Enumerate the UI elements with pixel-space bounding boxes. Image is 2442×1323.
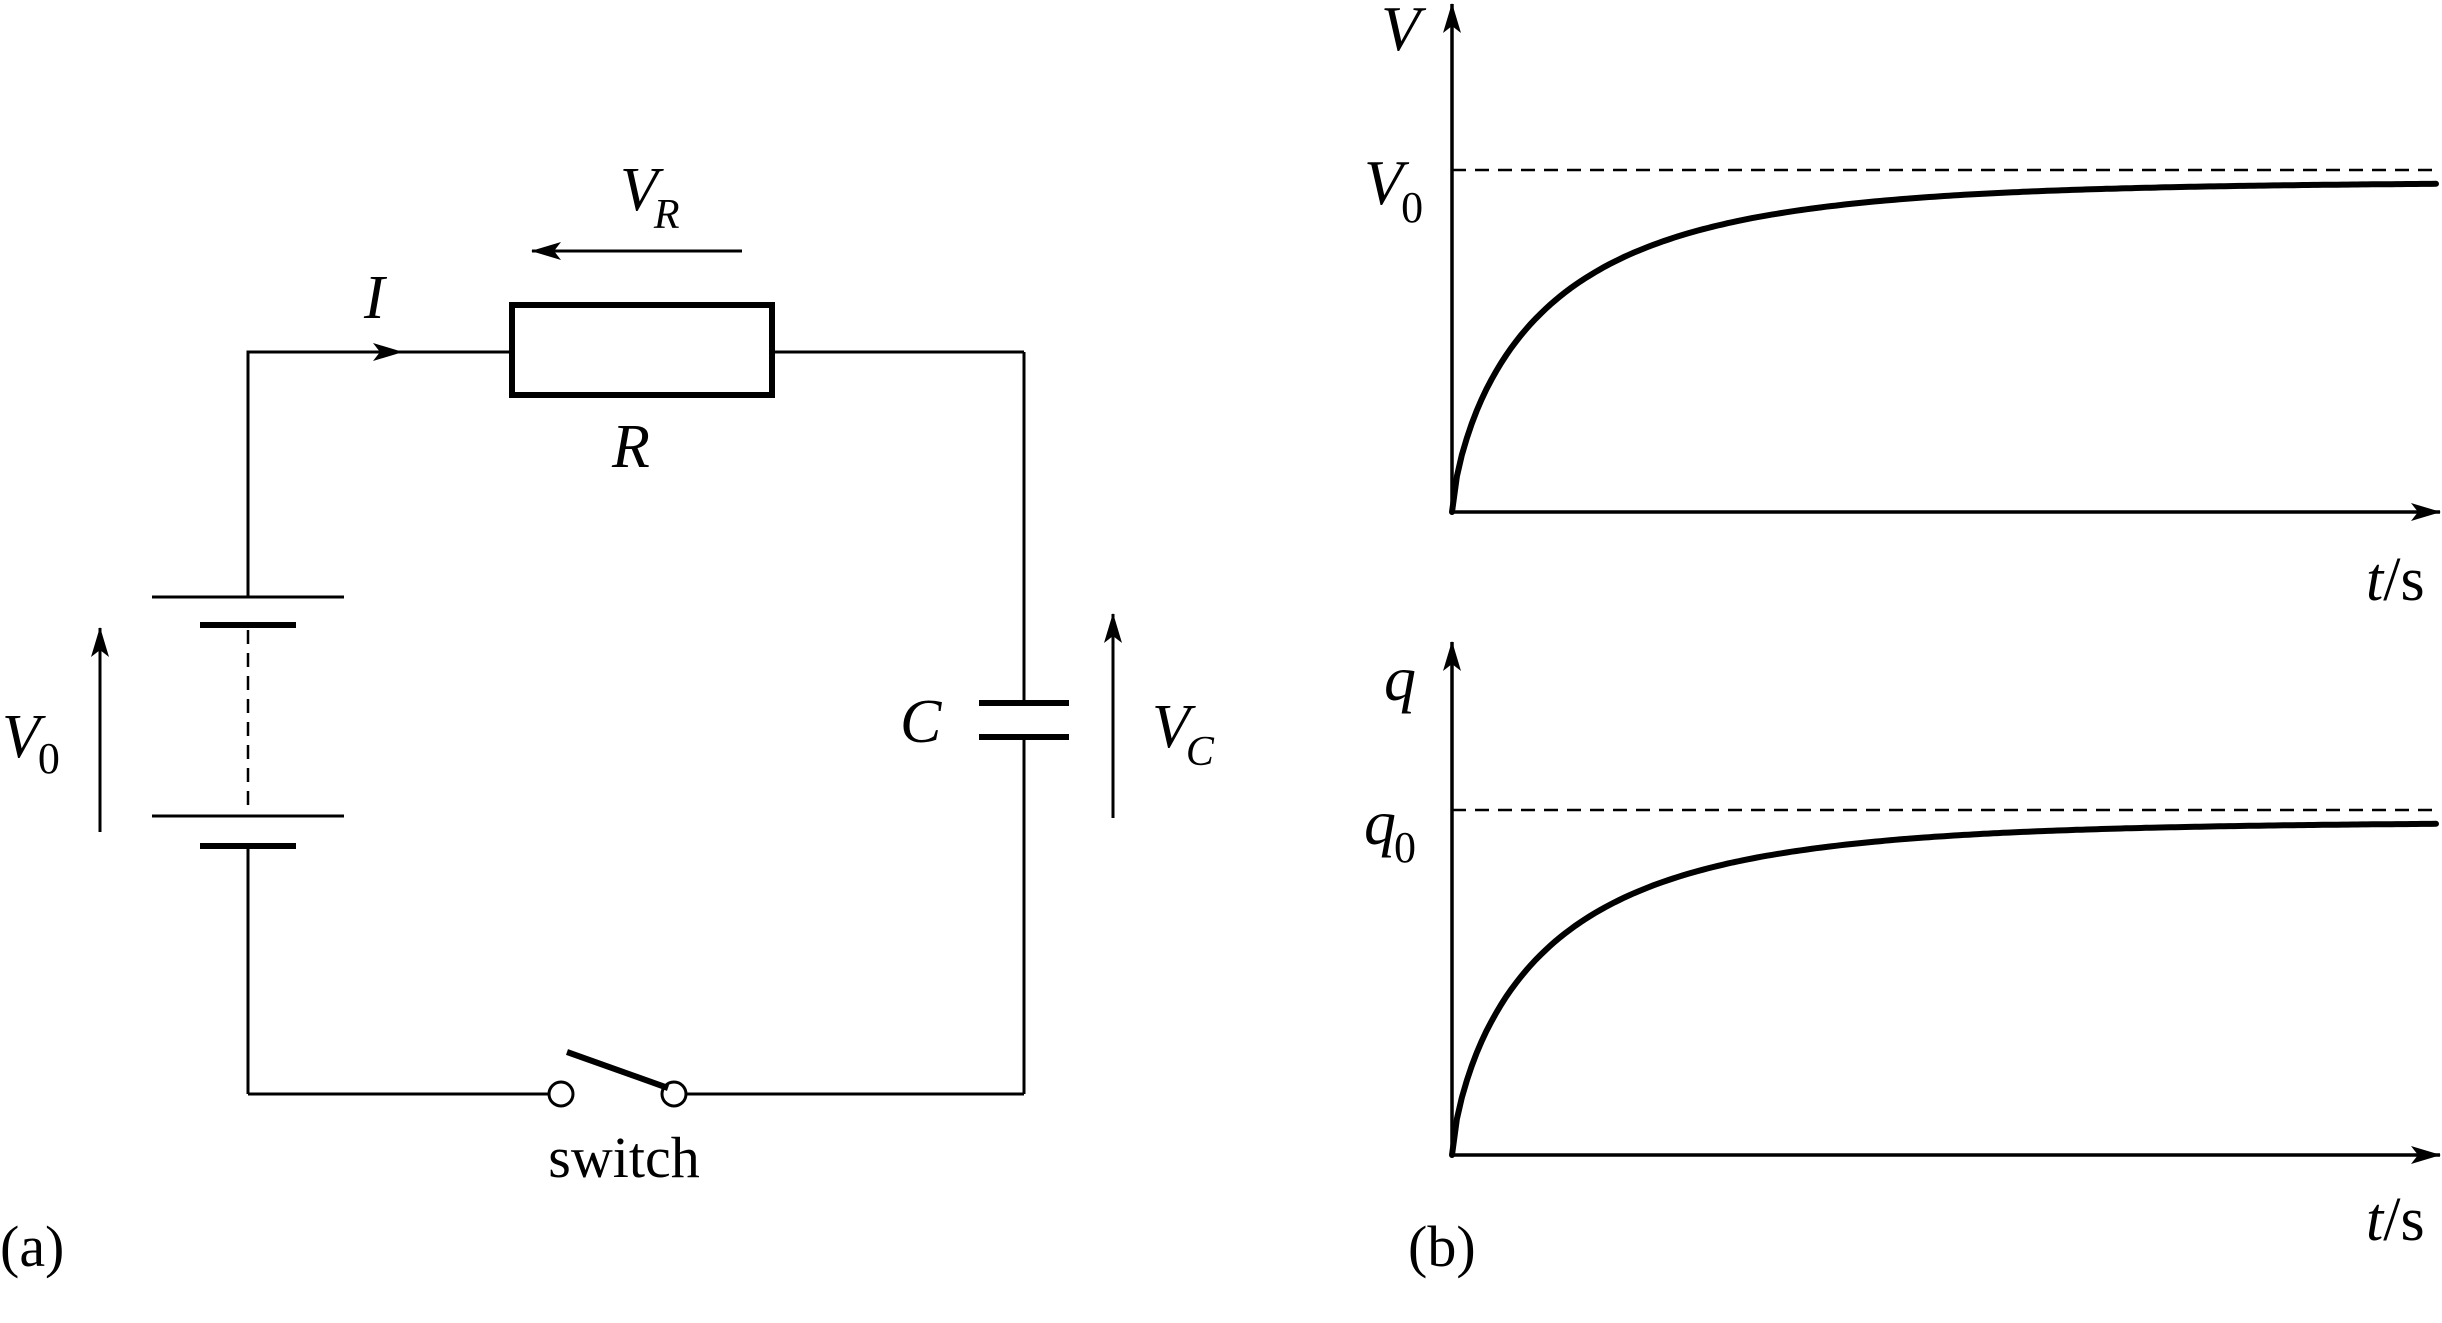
charge-graph-x-label: t/s <box>2366 1186 2425 1254</box>
panel-label-a: (a) <box>0 1214 64 1279</box>
voltage-charging-curve <box>1449 180 2439 515</box>
capacitor-label: C <box>900 688 942 756</box>
resistor-label: R <box>611 413 650 481</box>
resistor <box>509 302 775 398</box>
charge-asymptote-label: q0 <box>1364 787 1416 872</box>
charge-charging-curve <box>1449 820 2439 1158</box>
circuit-diagram: I R VR V0 C VC <box>0 156 1215 1279</box>
switch <box>547 1049 688 1108</box>
voltage-graph-x-label: t/s <box>2366 546 2425 614</box>
battery <box>152 595 344 849</box>
switch-lever <box>565 1049 670 1091</box>
voltage-graph-y-label: V <box>1381 0 1427 64</box>
wire-left-top <box>246 350 512 597</box>
vc-label: VC <box>1152 693 1215 775</box>
capacitor <box>979 700 1069 740</box>
v0-label: V0 <box>2 703 60 783</box>
charge-graph: q q0 t/s <box>1364 641 2441 1254</box>
switch-terminal-left <box>547 1080 575 1108</box>
current-label: I <box>363 264 388 332</box>
switch-label: switch <box>548 1125 699 1190</box>
vr-label: VR <box>620 156 680 238</box>
charge-graph-y-label: q <box>1384 643 1416 714</box>
panel-label-b: (b) <box>1408 1214 1476 1279</box>
charging-graphs: V V0 t/s q q0 t/s (b) <box>1364 0 2441 1279</box>
voltage-graph: V V0 t/s <box>1364 0 2441 614</box>
voltage-asymptote-label: V0 <box>1364 147 1423 232</box>
